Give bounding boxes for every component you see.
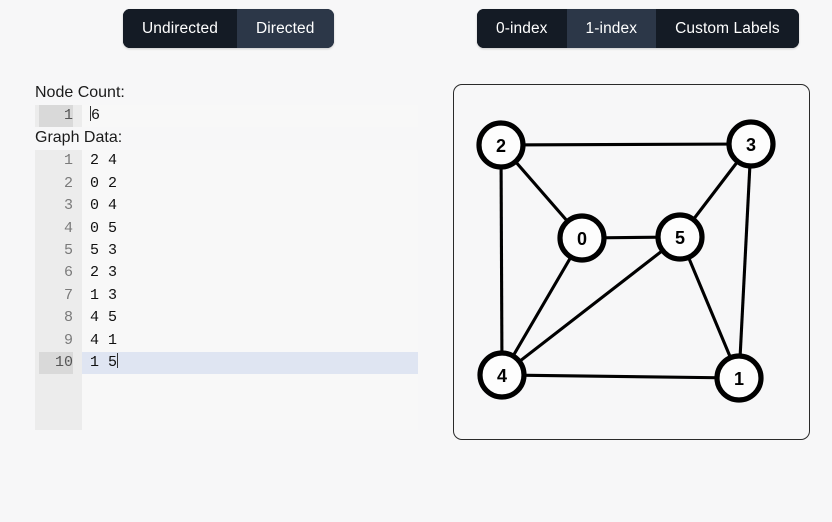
graph-node[interactable]: 4 bbox=[477, 350, 527, 400]
line-number: 5 bbox=[63, 241, 73, 259]
graph-edge bbox=[501, 373, 740, 380]
line-number: 8 bbox=[63, 309, 73, 327]
code-line-text: 2 4 bbox=[90, 152, 118, 170]
graph-node[interactable]: 1 bbox=[714, 353, 764, 403]
node-circle[interactable] bbox=[655, 212, 705, 262]
code-line-text: 0 4 bbox=[90, 197, 118, 215]
code-line[interactable]: 5 3 bbox=[82, 240, 418, 262]
node-circle[interactable] bbox=[476, 120, 526, 170]
graph-node[interactable]: 2 bbox=[476, 120, 526, 170]
code-line-text: 6 bbox=[91, 107, 101, 124]
code-line[interactable]: 6 bbox=[82, 105, 418, 128]
line-number: 2 bbox=[63, 174, 73, 192]
toggle-undirected[interactable]: Undirected bbox=[123, 9, 237, 48]
text-caret bbox=[117, 352, 119, 368]
code-line-text: 0 2 bbox=[90, 174, 118, 192]
line-number: 4 bbox=[63, 219, 73, 237]
graph-edge bbox=[737, 143, 753, 379]
node-label: 2 bbox=[496, 136, 506, 156]
toggle-custom-labels[interactable]: Custom Labels bbox=[656, 9, 799, 48]
line-number: 6 bbox=[63, 264, 73, 282]
code-line[interactable]: 0 2 bbox=[82, 173, 418, 195]
code-line-text: 4 5 bbox=[90, 309, 118, 327]
node-circle[interactable] bbox=[477, 350, 527, 400]
toggle-directed[interactable]: Directed bbox=[236, 9, 334, 48]
node-label: 5 bbox=[675, 228, 685, 248]
node-label: 3 bbox=[746, 135, 756, 155]
graph-data-editor[interactable]: 1 2 3 4 5 6 7 8 9 10 2 4 0 2 0 4 0 5 5 3 2 3 1 3 4 5 4 1 1… bbox=[35, 150, 418, 431]
graph-edge bbox=[500, 237, 584, 376]
graph-node[interactable]: 3 bbox=[726, 119, 776, 169]
graph-node[interactable]: 5 bbox=[655, 212, 705, 262]
code-line-text: 0 5 bbox=[90, 219, 118, 237]
code-line-text: 1 5 bbox=[90, 353, 118, 371]
graph-edge bbox=[501, 235, 681, 377]
direction-toggle-group[interactable]: Undirected Directed bbox=[123, 9, 334, 48]
node-layer: 0 1 2 3 4 5 bbox=[476, 119, 776, 403]
code-line-text: 4 1 bbox=[90, 331, 118, 349]
node-label: 0 bbox=[577, 229, 587, 249]
graph-visualization-panel: 0 1 2 3 4 5 bbox=[453, 84, 810, 440]
line-number: 7 bbox=[63, 286, 73, 304]
graph-data-label: Graph Data: bbox=[35, 129, 123, 147]
code-line[interactable]: 1 3 bbox=[82, 285, 418, 307]
toggle-one-index[interactable]: 1-index bbox=[566, 9, 657, 48]
code-line[interactable]: 4 5 bbox=[82, 307, 418, 329]
node-count-gutter: 1 bbox=[35, 105, 82, 128]
line-number: 1 bbox=[63, 152, 73, 170]
graph-edge bbox=[500, 142, 752, 147]
line-number: 1 bbox=[39, 105, 73, 128]
graph-canvas[interactable]: 0 1 2 3 4 5 bbox=[454, 85, 809, 439]
code-line[interactable]: 1 5 bbox=[82, 351, 418, 375]
node-label: 4 bbox=[497, 366, 507, 386]
code-line[interactable]: 4 1 bbox=[82, 330, 418, 352]
code-line-text: 1 3 bbox=[90, 286, 118, 304]
code-line[interactable]: 2 4 bbox=[82, 150, 418, 172]
line-number: 10 bbox=[39, 351, 73, 375]
code-line[interactable]: 2 3 bbox=[82, 262, 418, 284]
code-line-text: 2 3 bbox=[90, 264, 118, 282]
code-line[interactable]: 0 5 bbox=[82, 218, 418, 240]
code-line-text: 5 3 bbox=[90, 241, 118, 259]
graph-edge bbox=[678, 236, 741, 379]
node-count-editor[interactable]: 1 6 bbox=[35, 105, 418, 128]
indexing-toggle-group[interactable]: 0-index 1-index Custom Labels bbox=[477, 9, 799, 48]
text-caret bbox=[90, 106, 91, 121]
line-number: 3 bbox=[63, 197, 73, 215]
graph-data-gutter: 1 2 3 4 5 6 7 8 9 10 bbox=[35, 150, 82, 431]
node-count-label: Node Count: bbox=[35, 84, 125, 101]
node-count-code-area[interactable]: 6 bbox=[82, 105, 418, 128]
graph-node[interactable]: 0 bbox=[557, 213, 607, 263]
edge-layer bbox=[499, 142, 753, 380]
code-line[interactable]: 0 4 bbox=[82, 195, 418, 217]
graph-edge bbox=[499, 144, 504, 376]
node-circle[interactable] bbox=[557, 213, 607, 263]
line-number: 9 bbox=[63, 331, 73, 349]
node-label: 1 bbox=[734, 369, 744, 389]
toggle-zero-index[interactable]: 0-index bbox=[477, 9, 567, 48]
graph-data-code-area[interactable]: 2 4 0 2 0 4 0 5 5 3 2 3 1 3 4 5 4 1 1 5 bbox=[82, 150, 418, 430]
node-circle[interactable] bbox=[726, 119, 776, 169]
node-circle[interactable] bbox=[714, 353, 764, 403]
